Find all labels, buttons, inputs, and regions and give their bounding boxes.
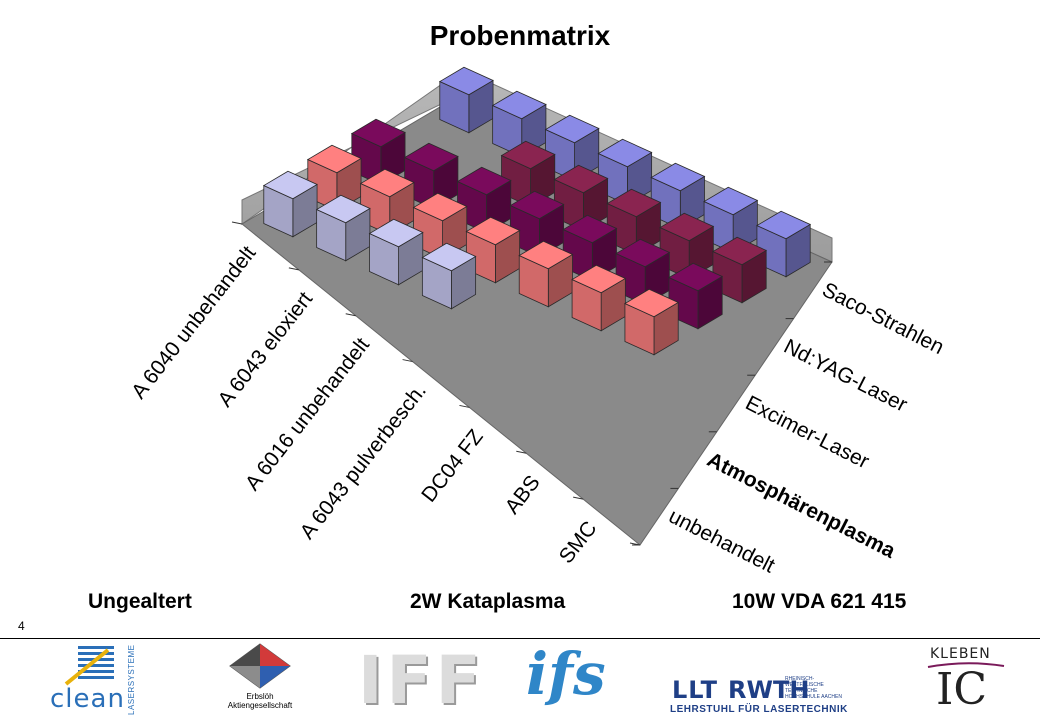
ifs-logo: ifs	[526, 640, 606, 708]
bar-a-6043-pulverbesch--nd-yag-laser	[465, 216, 521, 284]
page-number: 4	[18, 619, 25, 633]
bar-top-face	[562, 214, 618, 244]
treatment-label: Nd:YAG-Laser	[780, 335, 911, 417]
bar-top-face	[262, 170, 318, 200]
bar-top-face	[650, 162, 706, 192]
material-tick	[573, 496, 584, 500]
material-label: DC04 FZ	[417, 425, 488, 506]
kleben-ic-logo: IC	[936, 664, 988, 715]
bar-a-6040-unbehandelt-saco-strahlen	[262, 170, 318, 238]
bar-smc-nd-yag-laser	[624, 288, 680, 356]
bar-top-face	[359, 168, 415, 198]
bar-top-face	[659, 212, 715, 242]
bar-top-face	[465, 216, 521, 246]
bar-a-6016-unbehandelt-unbehandelt	[544, 114, 600, 182]
bar-top-face	[315, 194, 371, 224]
bar-top-face	[703, 186, 759, 216]
material-tick	[231, 221, 243, 225]
bar-a-6043-pulverbesch--unbehandelt	[597, 138, 653, 206]
bar-a-6043-pulverbesch--saco-strahlen	[421, 242, 477, 310]
bar-top-face	[421, 242, 477, 272]
material-label: ABS	[501, 471, 545, 518]
bar-top-face	[456, 166, 512, 196]
condition-label-kataplasma: 2W Kataplasma	[410, 590, 566, 613]
bar-top-face	[500, 140, 556, 170]
iff-logo: IFF	[358, 642, 485, 719]
bar-top-face	[544, 114, 600, 144]
material-tick	[288, 267, 299, 271]
bar-top-face	[412, 192, 468, 222]
bar-top-face	[571, 264, 627, 294]
material-tick	[516, 450, 527, 454]
llt-caption: LEHRSTUHL FÜR LASERTECHNIK	[670, 704, 848, 715]
kleben-logo-text: KLEBEN	[930, 646, 991, 662]
bar-a-6040-unbehandelt-unbehandelt	[438, 66, 494, 134]
bar-top-face	[438, 66, 494, 96]
clean-logo-text: clean	[50, 684, 125, 714]
llt-logo: LLT	[672, 676, 718, 704]
erbsloh-line1: Erbslöh	[246, 692, 274, 701]
bar-top-face	[403, 142, 459, 172]
material-label: A 6043 eloxiert	[214, 288, 318, 412]
material-tick	[459, 404, 470, 408]
kleben-swoosh-icon	[927, 662, 1005, 668]
bar-top-face	[518, 240, 574, 270]
bar-a-6043-eloxiert-saco-strahlen	[315, 194, 371, 262]
bar-top-face	[368, 218, 424, 248]
condition-label-vda: 10W VDA 621 415	[732, 590, 907, 613]
treatment-axis-ticks	[632, 261, 832, 546]
footer-divider	[0, 638, 1040, 639]
condition-label-ungealtert: Ungealtert	[88, 590, 192, 613]
treatment-label: Excimer-Laser	[742, 391, 873, 473]
treatment-label: unbehandelt	[665, 505, 779, 578]
bar-top-face	[668, 262, 724, 292]
material-tick	[345, 313, 356, 317]
bar-top-face	[509, 190, 565, 220]
bar-top-face	[615, 238, 671, 268]
material-label: SMC	[555, 517, 602, 568]
bar-top-face	[350, 118, 406, 148]
rwth-logo: RWTH	[728, 676, 810, 704]
bar-top-face	[606, 188, 662, 218]
bar-a-6016-unbehandelt-saco-strahlen	[368, 218, 424, 286]
bar-smc-excimer-laser	[668, 262, 724, 330]
bar-top-face	[712, 236, 768, 266]
bar-top-face	[624, 288, 680, 318]
erbsloh-line2: Aktiengesellschaft	[227, 701, 293, 710]
bar-top-face	[597, 138, 653, 168]
lasersysteme-text: LASERSYSTEME	[127, 644, 136, 715]
bar-abs-nd-yag-laser	[571, 264, 627, 332]
bar-top-face	[491, 90, 547, 120]
material-tick	[402, 359, 413, 363]
bar-top-face	[756, 210, 812, 240]
rwth-subtitle: RHEINISCH- WESTFÄLISCHE TECHNISCHE HOCHS…	[785, 676, 842, 700]
bar-top-face	[553, 164, 609, 194]
bar-dc04-fz-nd-yag-laser	[518, 240, 574, 308]
material-axis-ticks	[231, 221, 641, 546]
chart-title: Probenmatrix	[429, 20, 611, 51]
bar-top-face	[306, 144, 362, 174]
clean-laser-logo	[64, 646, 114, 686]
bar-smc-atmosph-renplasma	[712, 236, 768, 304]
chart-bars	[262, 66, 812, 356]
treatment-label: Saco-Strahlen	[819, 278, 948, 359]
erbsloh-logo	[229, 643, 291, 689]
